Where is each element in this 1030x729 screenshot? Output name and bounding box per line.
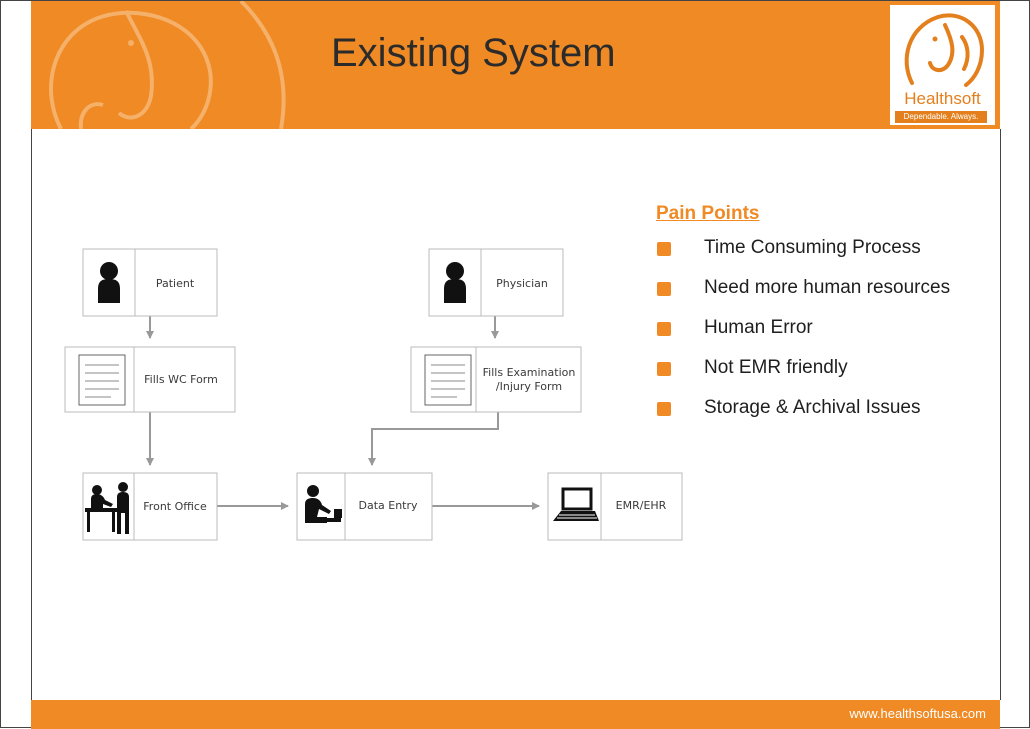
document-icon [424,354,472,406]
node-fills-examination-line2: /Injury Form [496,380,562,393]
footer-bar: www.healthsoftusa.com [31,700,1000,729]
healthsoft-logo: Healthsoft Dependable. Always. [890,5,995,125]
node-fills-examination: Fills Examination /Injury Form [410,346,582,413]
bullet-icon [657,282,671,296]
node-emr-ehr: EMR/EHR [547,472,683,541]
node-physician-label: Physician [496,277,548,290]
node-patient-label: Patient [156,277,195,290]
bullet-icon [657,322,671,336]
list-item: Human Error [653,315,998,355]
laptop-icon [553,487,599,521]
pain-point-text: Need more human resources [704,277,951,298]
pain-points-panel: Pain Points Time Consuming Process Need … [653,203,998,435]
person-icon [444,262,466,303]
logo-tagline: Dependable. Always. [895,111,987,123]
elephant-logo-icon [904,13,985,87]
typist-icon [305,485,342,523]
list-item: Need more human resources [653,275,998,315]
node-fills-wc-form: Fills WC Form [64,346,236,413]
pain-point-text: Storage & Archival Issues [704,397,921,418]
header-bar: Existing System Healthsoft Dependable. A… [31,1,1000,129]
node-physician: Physician [428,248,564,317]
footer-url[interactable]: www.healthsoftusa.com [849,706,986,721]
node-patient: Patient [82,248,218,317]
left-rule [31,129,32,700]
node-data-entry: Data Entry [296,472,433,541]
node-data-entry-label: Data Entry [358,499,418,512]
slide-title: Existing System [331,31,616,75]
node-front-office: Front Office [82,472,218,541]
node-front-office-label: Front Office [143,500,207,513]
pain-points-list: Time Consuming Process Need more human r… [653,235,998,435]
reception-desk-icon [85,482,129,534]
logo-name: Healthsoft [904,89,981,108]
edge-examform-dataentry [368,412,499,466]
bullet-icon [657,402,671,416]
person-icon [98,262,120,303]
list-item: Time Consuming Process [653,235,998,275]
pain-point-text: Human Error [704,317,813,338]
node-fills-wc-form-label: Fills WC Form [144,373,218,386]
bullet-icon [657,362,671,376]
bullet-icon [657,242,671,256]
right-rule [1000,129,1001,700]
pain-point-text: Time Consuming Process [704,237,921,258]
document-icon [78,354,126,406]
pain-point-text: Not EMR friendly [704,357,848,378]
node-emr-ehr-label: EMR/EHR [616,499,667,512]
list-item: Not EMR friendly [653,355,998,395]
pain-points-title: Pain Points [656,203,760,224]
elephant-watermark-icon [49,1,286,129]
node-fills-examination-line1: Fills Examination [483,366,576,379]
list-item: Storage & Archival Issues [653,395,998,435]
